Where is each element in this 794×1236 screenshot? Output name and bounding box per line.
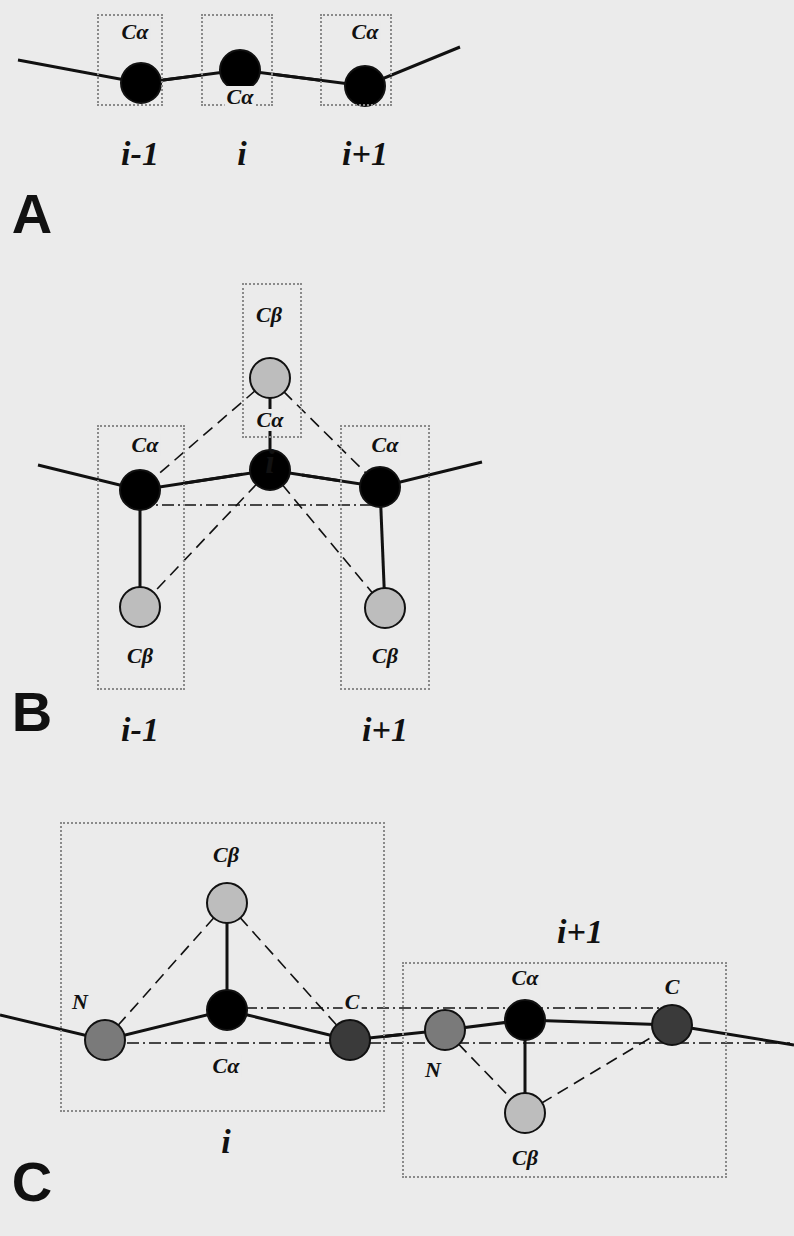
residue-index: i+1	[557, 915, 603, 949]
atom-label: C	[663, 976, 682, 998]
atom-label: Cα	[130, 434, 161, 456]
residue-index: i	[265, 445, 274, 479]
nitrogen-atom	[85, 1020, 125, 1060]
carbon-atom	[652, 1005, 692, 1045]
atom-label: Cα	[255, 409, 286, 431]
atom-label: N	[70, 991, 90, 1013]
cbeta-atom	[120, 587, 160, 627]
dash-dot-distance	[140, 504, 380, 506]
residue-box: Cαi-1	[97, 14, 163, 106]
calpha-atom	[360, 467, 400, 507]
cbeta-atom	[365, 588, 405, 628]
atom-label: Cα	[350, 21, 381, 43]
atom-label: Cβ	[125, 645, 155, 667]
panel-letter: C	[12, 1154, 52, 1210]
atom-label: Cβ	[510, 1147, 540, 1169]
atom-label: Cα	[370, 434, 401, 456]
atom-label: Cβ	[370, 645, 400, 667]
backbone-bond	[302, 475, 340, 481]
backbone-bond	[273, 74, 320, 80]
residue-index: i	[237, 137, 246, 171]
backbone-bond	[185, 474, 242, 483]
cbeta-atom	[250, 358, 290, 398]
calpha-atom	[345, 66, 385, 106]
cbeta-atom	[505, 1093, 545, 1133]
atom-label: Cα	[510, 967, 541, 989]
calpha-atom	[207, 990, 247, 1030]
residue-box: CβNCCαi	[60, 822, 385, 1112]
atom-label: Cα	[211, 1055, 242, 1077]
atom-label: Cβ	[254, 304, 284, 326]
residue-box: Cαi+1	[320, 14, 392, 106]
carbon-atom	[330, 1020, 370, 1060]
calpha-atom	[121, 63, 161, 103]
dash-dot-distance	[245, 1007, 672, 1009]
residue-index: i+1	[362, 713, 408, 747]
residue-box: CαCβi+1	[340, 425, 430, 690]
atom-label: C	[343, 991, 362, 1013]
residue-box: Cαi	[201, 14, 273, 106]
residue-index: i-1	[121, 137, 159, 171]
panel-letter: A	[12, 186, 52, 242]
residue-index: i+1	[342, 137, 388, 171]
calpha-atom	[120, 470, 160, 510]
calpha-atom	[220, 50, 260, 90]
dashed-distance	[525, 1025, 672, 1113]
residue-box: i+1CαNCCβ	[402, 962, 727, 1178]
residue-box: CαCβi-1	[97, 425, 185, 690]
atom-label: N	[423, 1059, 443, 1081]
backbone-bond	[385, 1035, 402, 1037]
cbeta-atom	[207, 883, 247, 923]
calpha-atom	[505, 1000, 545, 1040]
atom-label: Cα	[225, 86, 256, 108]
residue-index: i-1	[121, 713, 159, 747]
atom-label: Cα	[120, 21, 151, 43]
panel-letter: B	[12, 684, 52, 740]
nitrogen-atom	[425, 1010, 465, 1050]
backbone-bond	[163, 75, 201, 80]
residue-index: i	[221, 1125, 230, 1159]
residue-box: CβCαi	[242, 283, 302, 438]
atom-label: Cβ	[211, 844, 241, 866]
